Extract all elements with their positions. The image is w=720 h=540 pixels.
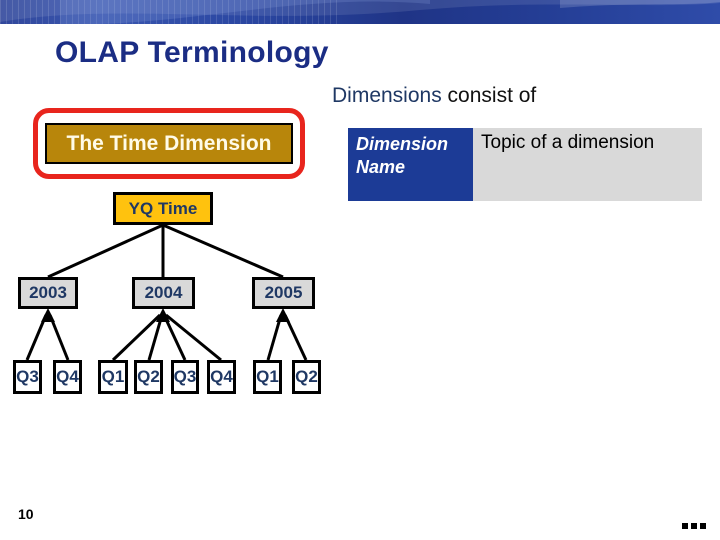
page-title: OLAP Terminology [55, 36, 329, 69]
time-dimension-box: The Time Dimension [45, 123, 293, 164]
page-number: 10 [18, 506, 34, 522]
tree-quarter-node: Q2 [134, 360, 163, 394]
tree-quarter-node: Q1 [253, 360, 282, 394]
dot [691, 523, 697, 529]
tree-quarter-node: Q3 [171, 360, 199, 394]
dot [682, 523, 688, 529]
definition-description-box: Topic of a dimension [473, 128, 702, 201]
tree-year-node-2005: 2005 [252, 277, 315, 309]
subtitle-rest: consist of [441, 84, 537, 107]
tree-root-node: YQ Time [113, 192, 213, 225]
dot [700, 523, 706, 529]
tree-year-node-2003: 2003 [18, 277, 78, 309]
definition-term-box: Dimension Name [348, 128, 473, 201]
tree-quarter-node: Q2 [292, 360, 321, 394]
subtitle: Dimensions consist of [332, 84, 536, 108]
top-banner [0, 0, 720, 24]
tree-connector-lines [25, 223, 308, 362]
subtitle-highlight: Dimensions [332, 84, 442, 107]
tree-quarter-node: Q3 [13, 360, 42, 394]
highlight-ring: The Time Dimension [33, 108, 305, 179]
tree-quarter-node: Q4 [53, 360, 82, 394]
tree-quarter-node: Q1 [98, 360, 128, 394]
banner-swoosh-graphic [0, 0, 720, 24]
more-dots-icon [682, 523, 706, 529]
tree-quarter-node: Q4 [207, 360, 236, 394]
tree-year-node-2004: 2004 [132, 277, 195, 309]
